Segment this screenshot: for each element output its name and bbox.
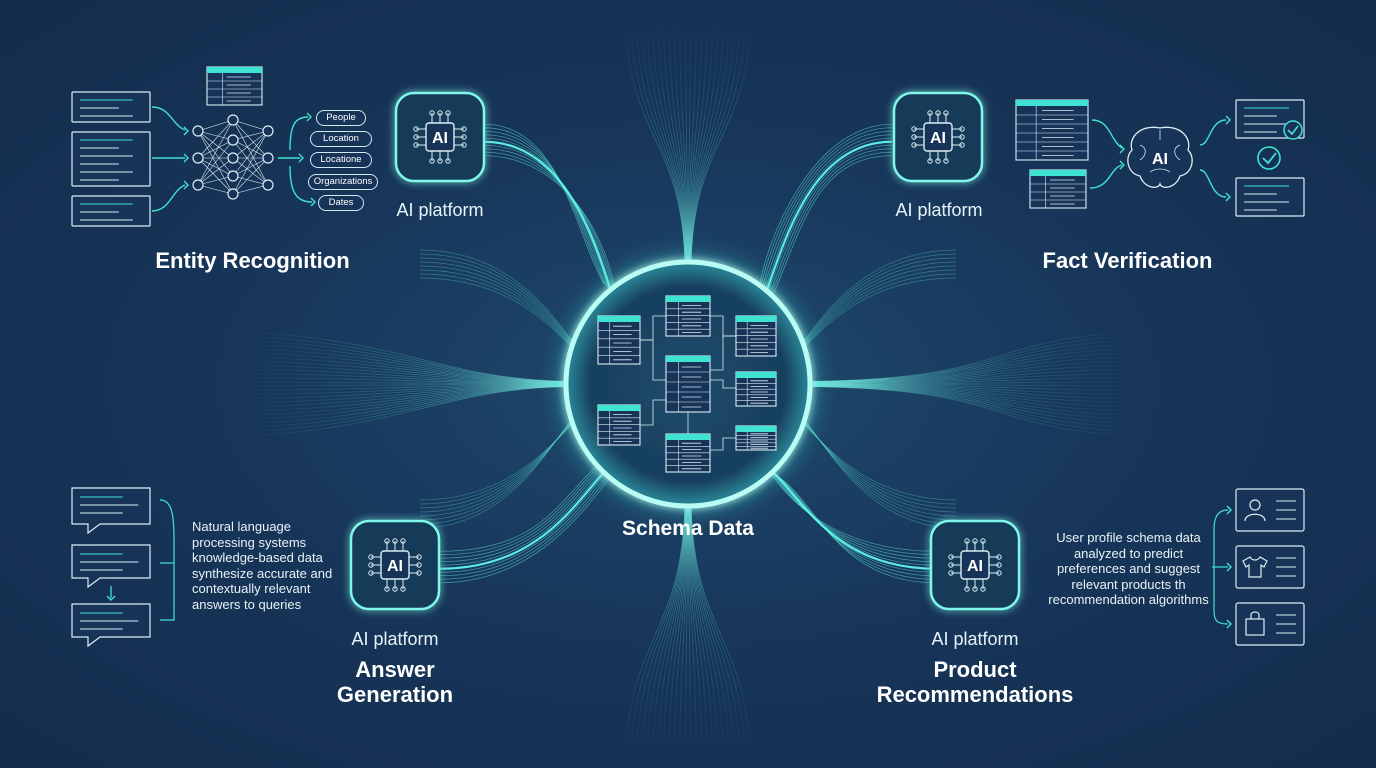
fact-verification-title: Fact Verification bbox=[1042, 248, 1213, 273]
recommendation-card bbox=[1235, 602, 1305, 646]
chat-bubble-icon bbox=[71, 603, 151, 648]
product-recommendations-description: User profile schema data analyzed to pre… bbox=[1048, 530, 1209, 607]
brain-ai-icon: AI bbox=[1127, 126, 1193, 188]
document-icon bbox=[71, 91, 151, 123]
ai-chip-label: AI bbox=[387, 558, 403, 575]
answer-generation-title-line2: Generation bbox=[336, 682, 454, 707]
ai-chip-icon: AI bbox=[349, 519, 441, 611]
database-table-icon bbox=[1029, 169, 1087, 209]
ai-chip-icon: AI bbox=[929, 519, 1021, 611]
schema-table-icon bbox=[665, 295, 711, 337]
user-icon bbox=[1244, 499, 1266, 522]
chat-bubble-icon bbox=[71, 544, 151, 589]
checkmark-icon bbox=[1283, 120, 1303, 140]
fact-verification-platform-label: AI platform bbox=[895, 200, 983, 220]
product-recommendations-title-line2: Recommendations bbox=[876, 682, 1074, 707]
schema-table-icon bbox=[735, 425, 777, 451]
entity-tag-people: People bbox=[316, 110, 366, 126]
answer-generation-description: Natural language processing systems know… bbox=[192, 519, 333, 612]
checkmark-icon bbox=[1257, 146, 1281, 170]
ai-chip-label: AI bbox=[967, 558, 983, 575]
document-icon bbox=[71, 131, 151, 187]
schema-table-icon bbox=[597, 315, 641, 365]
schema-table-icon bbox=[597, 404, 641, 446]
answer-generation-title-line1: Answer bbox=[355, 657, 435, 682]
ai-chip-icon: AI bbox=[394, 91, 486, 183]
product-recommendations-title-line1: Product bbox=[933, 657, 1017, 682]
recommendation-card bbox=[1235, 488, 1305, 532]
ai-chip-label: AI bbox=[432, 130, 448, 147]
entity-tag-location: Location bbox=[310, 131, 372, 147]
entity-tag-locatione: Locatione bbox=[310, 152, 372, 168]
entity-recognition-platform-label: AI platform bbox=[396, 200, 484, 220]
entity-tag-dates: Dates bbox=[318, 195, 364, 211]
recommendation-card bbox=[1235, 545, 1305, 589]
product-recommendations-platform-label: AI platform bbox=[931, 629, 1019, 649]
schema-table-icon bbox=[665, 433, 711, 473]
answer-generation-platform-label: AI platform bbox=[351, 629, 439, 649]
chat-bubble-icon bbox=[71, 487, 151, 535]
schema-table-icon bbox=[665, 355, 711, 413]
ai-chip-label: AI bbox=[930, 130, 946, 147]
tshirt-icon bbox=[1242, 556, 1268, 578]
entity-tag-organizations: Organizations bbox=[308, 174, 378, 190]
shopping-bag-icon bbox=[1245, 611, 1265, 636]
schema-table-icon bbox=[735, 371, 777, 407]
neural-network-icon bbox=[192, 114, 274, 200]
entity-recognition-title: Entity Recognition bbox=[155, 248, 350, 273]
database-table-icon bbox=[1015, 99, 1089, 161]
schema-data-label: Schema Data bbox=[622, 517, 754, 540]
database-table-icon bbox=[206, 66, 263, 106]
schema-table-icon bbox=[735, 315, 777, 357]
ai-chip-icon: AI bbox=[892, 91, 984, 183]
document-icon bbox=[71, 195, 151, 227]
document-icon bbox=[1235, 177, 1305, 217]
brain-ai-label: AI bbox=[1152, 151, 1168, 168]
